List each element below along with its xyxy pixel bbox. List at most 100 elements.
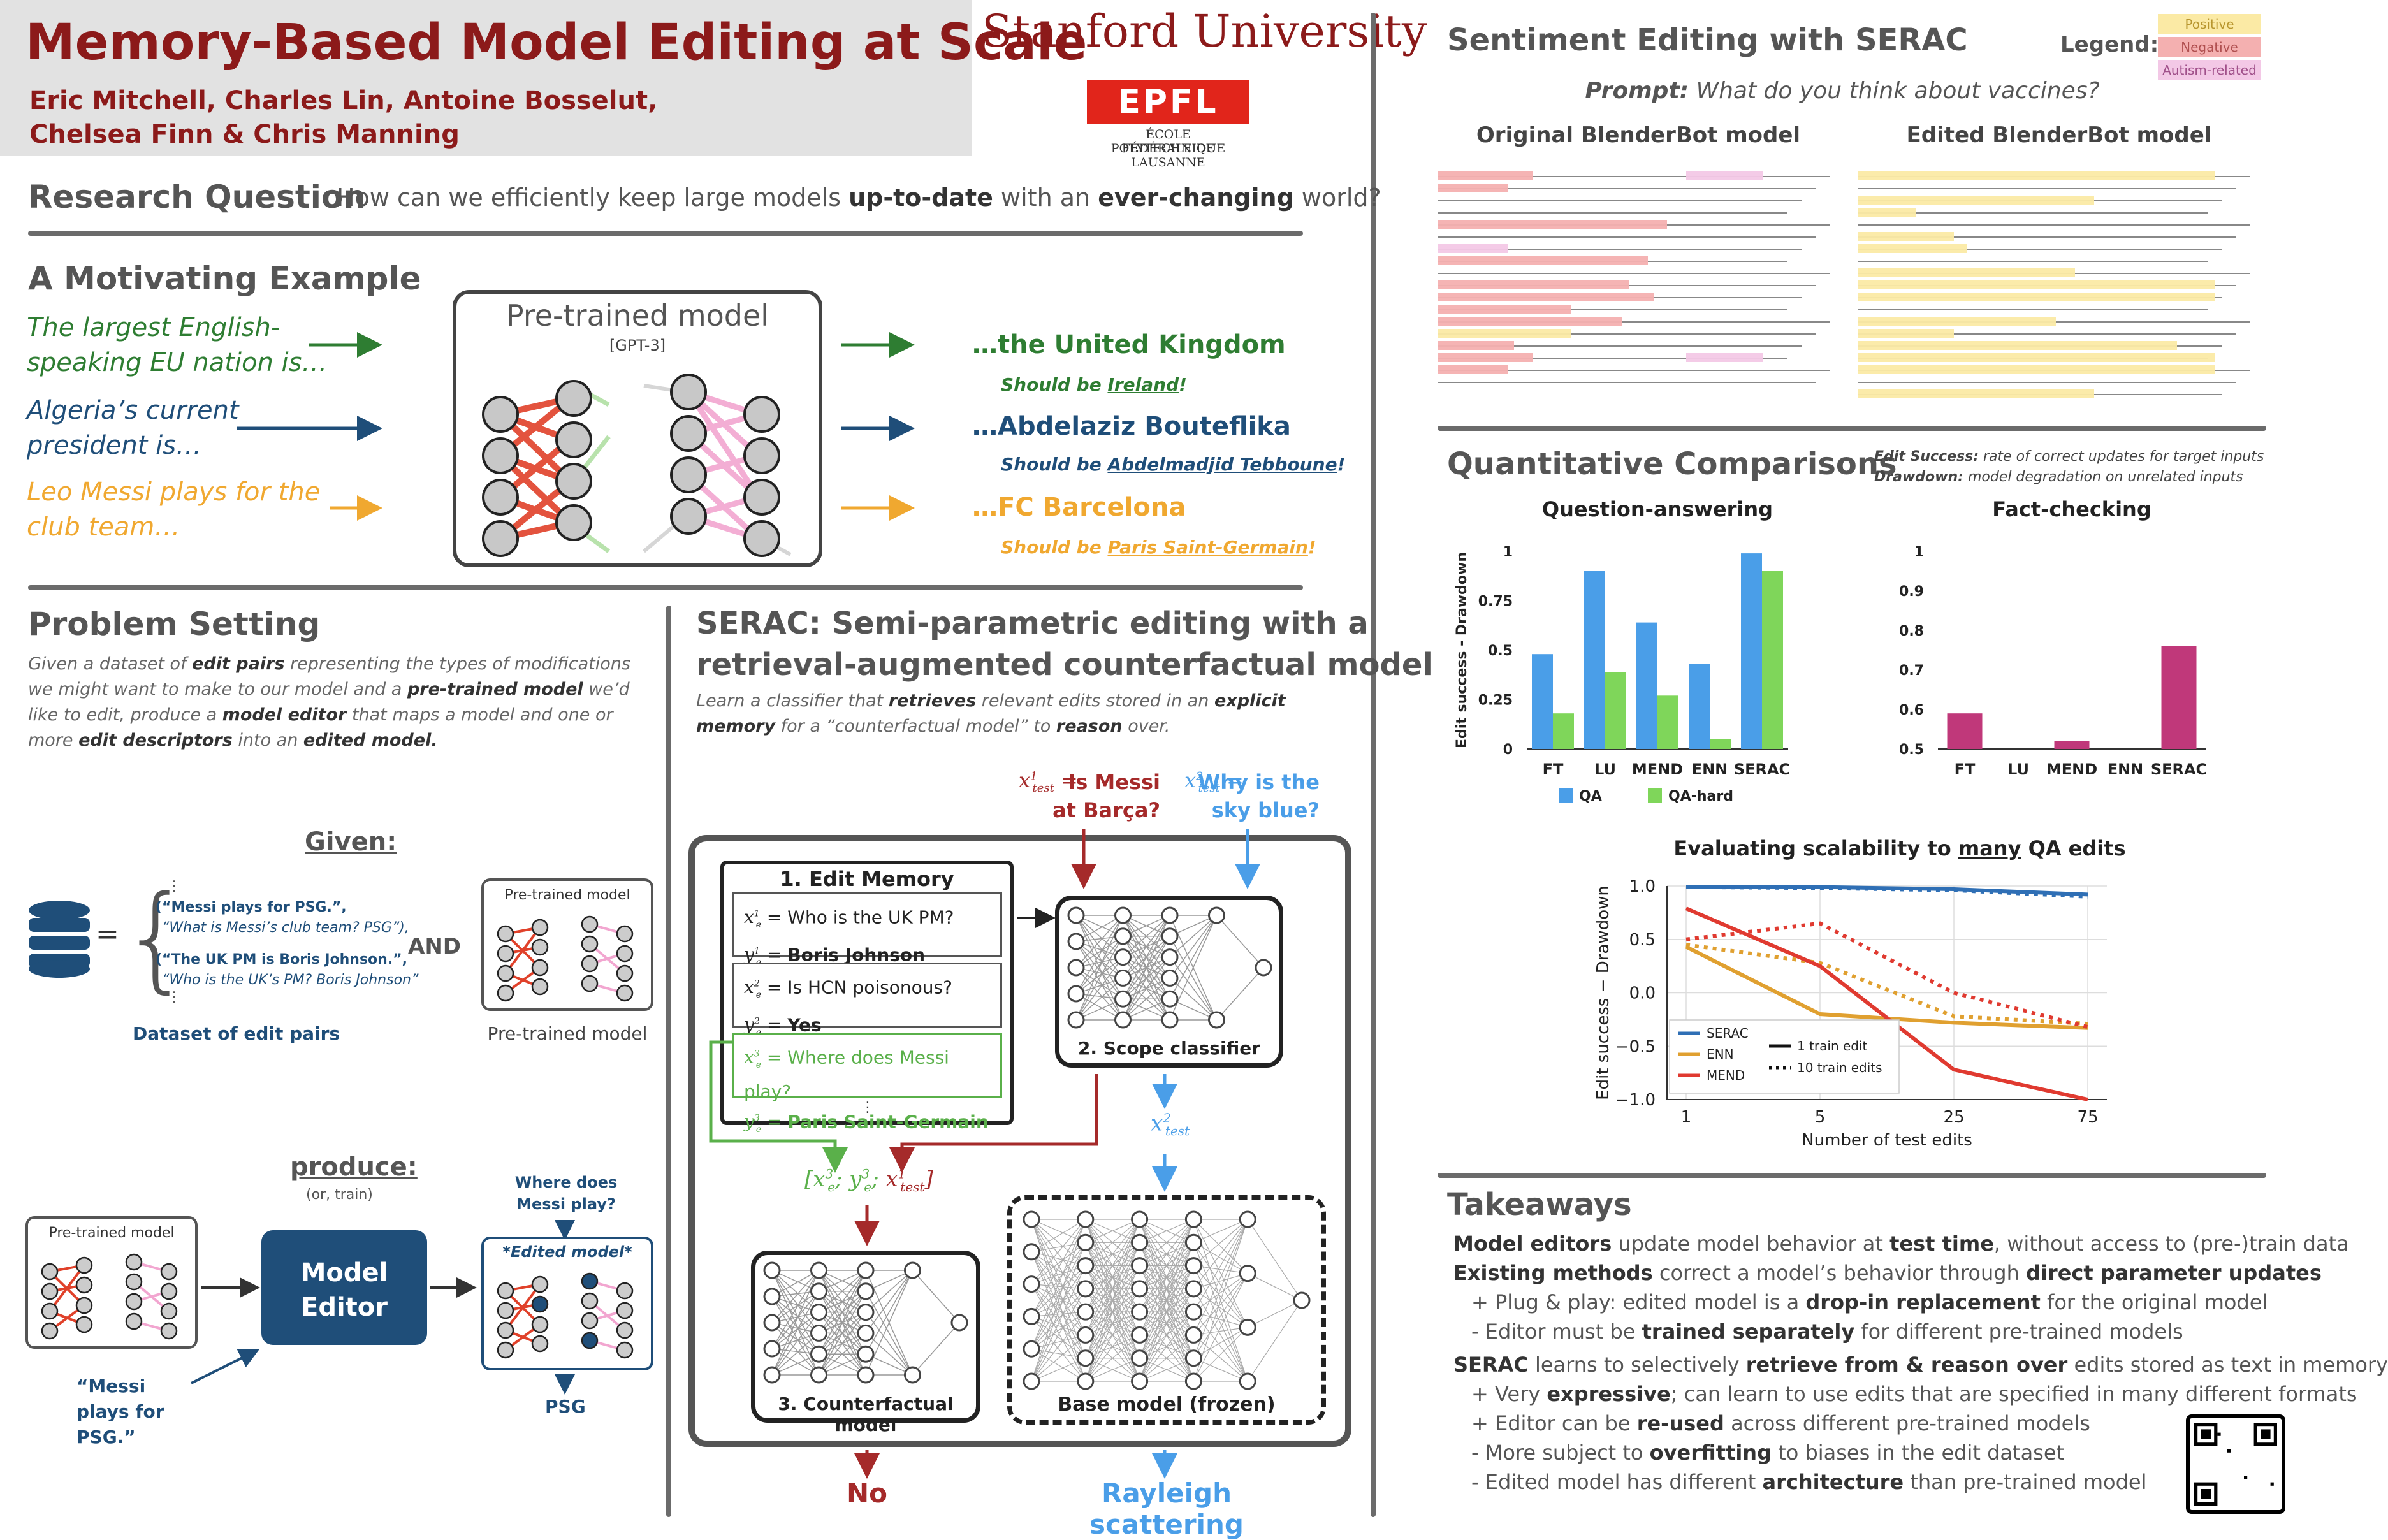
- net-edge: [1193, 1326, 1248, 1382]
- t2b: Existing methods: [1453, 1261, 1653, 1285]
- scalability-title: Evaluating scalability to many QA edits: [1581, 836, 2218, 861]
- pp1: Given a dataset of: [28, 654, 193, 674]
- takeaway-1: Model editors update model behavior at t…: [1453, 1229, 2388, 1258]
- net-edge: [1031, 1288, 1086, 1349]
- net-node: [1114, 990, 1132, 1008]
- net-edge: [1075, 967, 1123, 999]
- sentiment-heading: Sentiment Editing with SERAC: [1447, 22, 1968, 58]
- dataset-item-2-main: (“The UK PM is Boris Johnson.”,: [156, 952, 408, 968]
- chart-title: Fact-checking: [1992, 497, 2151, 521]
- net-edge: [1075, 941, 1124, 999]
- dataset-item-1: (“Messi plays for PSG.”, “What is Messi’…: [156, 897, 409, 938]
- mem2-y: Yes: [787, 1014, 822, 1036]
- net-edge: [1031, 1251, 1086, 1358]
- t7: + Editor can be: [1471, 1411, 1637, 1435]
- pp5b: edited model.: [303, 730, 438, 750]
- y-tick-label: 0: [1503, 742, 1513, 758]
- bar: [2161, 646, 2197, 749]
- net-node: [1208, 1011, 1225, 1029]
- net-edge: [1193, 1273, 1248, 1382]
- net-node: [1023, 1275, 1040, 1293]
- sample-highlight: [1858, 317, 2056, 326]
- sample-highlight: [1438, 256, 1648, 265]
- pretrained-model-title: Pre-trained model: [506, 298, 769, 333]
- left-brace: {: [120, 871, 193, 1005]
- t7b: re-used: [1636, 1411, 1724, 1435]
- sp3b: reason: [1056, 716, 1123, 736]
- given-ptm-network: [497, 915, 634, 1002]
- sample-text-line: [1858, 333, 2236, 335]
- net-edge: [1193, 1334, 1248, 1382]
- original-samples: [1438, 171, 1839, 388]
- t8e: to biases in the edit dataset: [1771, 1441, 2065, 1465]
- t3: + Plug & play: edited model is a: [1471, 1290, 1806, 1314]
- net-edge: [1031, 1334, 1086, 1349]
- answer-1-should: Should be Ireland!: [1001, 374, 1187, 395]
- equals-sign: =: [96, 918, 119, 950]
- net-edge: [1193, 1219, 1248, 1312]
- y-tick-label: 0.75: [1478, 594, 1513, 610]
- net-edge: [1169, 915, 1217, 958]
- net-edge: [1031, 1311, 1086, 1349]
- net-node: [763, 1366, 781, 1384]
- scal-pre: Evaluating scalability to: [1673, 836, 1958, 861]
- net-edge: [1075, 915, 1124, 968]
- y-tick-label: 0.5: [1899, 742, 1924, 758]
- legend-negative: Negative: [2158, 37, 2261, 57]
- sp2b: explicit memory: [696, 691, 1286, 736]
- net-node: [810, 1345, 827, 1363]
- prompt-2-l2: president is…: [27, 431, 202, 460]
- serac-heading-1: SERAC: Semi-parametric editing with a: [696, 606, 1369, 641]
- net-node: [1114, 969, 1132, 987]
- net-edge: [1031, 1242, 1086, 1253]
- net-edge: [865, 1270, 914, 1355]
- sentiment-prompt: Prompt: What do you think about vaccines…: [1447, 78, 2238, 104]
- net-edge: [1075, 936, 1124, 1021]
- x-tick-label: LU: [2007, 760, 2029, 778]
- sample-highlight: [1438, 353, 1533, 362]
- sample-highlight: [1686, 171, 1763, 180]
- net-edge: [771, 1270, 820, 1349]
- dataset-item-1-sub: “What is Messi’s club team? PSG”),: [162, 920, 409, 936]
- sample-highlight: [1438, 280, 1629, 289]
- net-node: [1131, 1349, 1149, 1367]
- net-edge: [818, 1291, 866, 1376]
- net-edge: [1139, 1288, 1194, 1382]
- net-edge: [819, 1332, 866, 1376]
- column-divider-middle: [666, 606, 671, 1517]
- t9e: than pre-trained model: [1904, 1470, 2147, 1494]
- net-node: [1077, 1303, 1095, 1321]
- sample-text-line: [1438, 345, 1802, 347]
- net-node: [1161, 990, 1179, 1008]
- net-edge: [1139, 1265, 1194, 1382]
- net-edge: [771, 1312, 819, 1349]
- net-edge: [1075, 915, 1124, 994]
- prompt-2: Algeria’s current president is…: [27, 393, 239, 463]
- bar: [1762, 571, 1783, 749]
- memory-entry-2: x2e = Is HCN poisonous? y2e = Yes: [732, 962, 1002, 1038]
- net-edge: [1193, 1219, 1248, 1243]
- sample-text-line: [1858, 236, 2236, 238]
- x-tick-label: ENN: [2108, 760, 2144, 778]
- qr-module: [2244, 1476, 2248, 1479]
- original-model-heading: Original BlenderBot model: [1476, 122, 1801, 148]
- sample-text-line: [1858, 382, 2236, 383]
- net-edge: [1031, 1219, 1086, 1358]
- net-edge: [771, 1322, 820, 1376]
- qr-code[interactable]: [2186, 1414, 2285, 1514]
- sample-highlight: [1858, 232, 1954, 241]
- net-edge: [1031, 1242, 1086, 1317]
- t3b: drop-in replacement: [1805, 1290, 2041, 1314]
- legend-label: SERAC: [1707, 1026, 1749, 1041]
- dataset-label: Dataset of edit pairs: [133, 1023, 340, 1044]
- net-edge: [1247, 1219, 1302, 1301]
- memory-entry-3: x3e = Where does Messi play? y3e = Paris…: [732, 1033, 1002, 1135]
- x-tick-label: ENN: [1692, 760, 1728, 778]
- net-edge: [1075, 941, 1123, 978]
- dd-label: Drawdown:: [1874, 469, 1963, 485]
- net-edge: [1031, 1251, 1086, 1335]
- sample-text-line: [1438, 212, 1787, 214]
- sample-highlight: [1438, 220, 1667, 229]
- given-label: Given:: [305, 827, 397, 857]
